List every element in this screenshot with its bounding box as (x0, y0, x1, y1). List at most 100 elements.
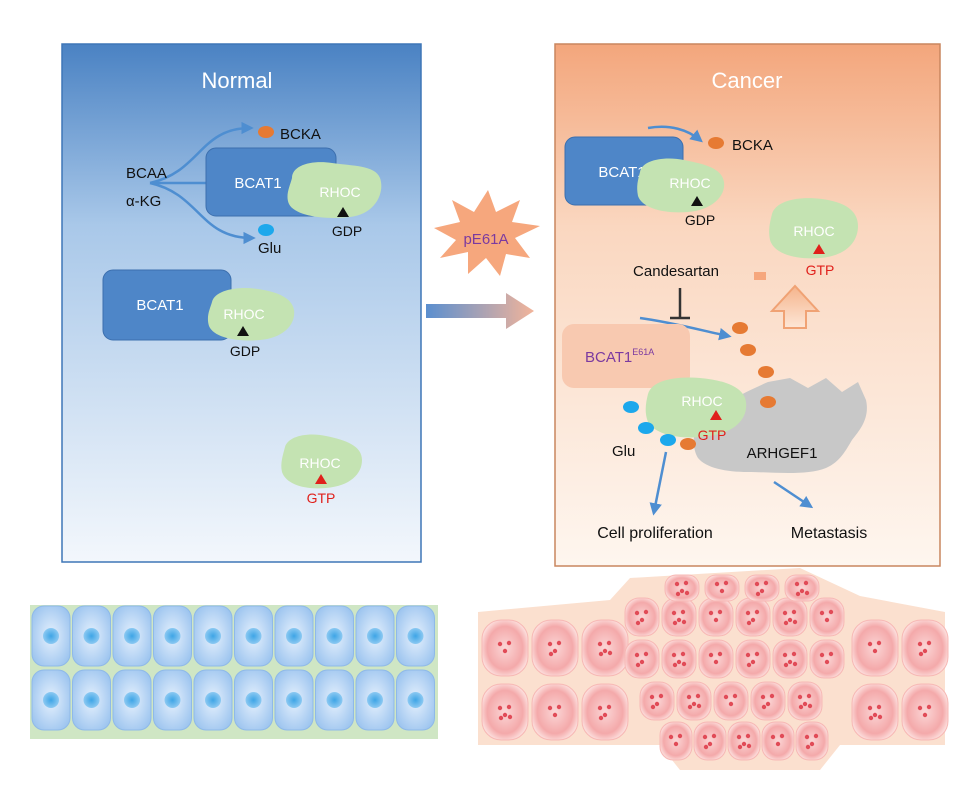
cancer-cell-dot (668, 734, 674, 740)
cancer-cell (693, 721, 727, 761)
cancer-cell (624, 639, 660, 679)
bcat1-mutant-label: BCAT1E61A (585, 347, 654, 366)
cancer-tissue-illustration (478, 568, 949, 770)
cancer-cell (698, 639, 734, 679)
gdp-top-label: GDP (332, 223, 362, 239)
cancer-cell (481, 683, 529, 741)
cancer-cell-dot (824, 659, 830, 665)
gdp-mid-label: GDP (230, 343, 260, 359)
cancer-cell-dot (917, 705, 923, 711)
cancer-cell-dot (717, 609, 723, 615)
cancer-cell (531, 619, 579, 677)
cancer-cell (659, 721, 693, 761)
cancer-cell-dot (872, 648, 878, 654)
cancer-cell-dot (763, 580, 769, 586)
normal-cell-nucleus (245, 628, 262, 644)
cancer-cell-dot (711, 733, 717, 739)
cancer-cell (784, 574, 820, 602)
cancer-cell-dot (795, 591, 801, 597)
cancer-cell-dot (649, 694, 655, 700)
cancer-cell-dot (736, 734, 742, 740)
cancer-cell-dot (922, 712, 928, 718)
cancer-cell-dot (806, 693, 812, 699)
cancer-cell (661, 597, 697, 637)
cancer-cell-dot (745, 610, 751, 616)
cancer-cell-dot (868, 715, 874, 721)
cancer-cell-dot (807, 703, 813, 709)
cancer-cell-dot (769, 693, 775, 699)
released-fragment (754, 272, 766, 280)
cancer-cell-dot (714, 581, 720, 587)
glu-accum-dot (623, 401, 639, 413)
normal-panel: Normal BCAA α-KG BCKA Glu BCAT1 RHOC GDP… (61, 43, 422, 563)
cancer-cell (704, 574, 740, 602)
gtp-triangle-normal (315, 474, 327, 484)
cancer-panel-background (554, 43, 941, 567)
cancer-cell-dot (635, 662, 641, 668)
cancer-cell-dot (607, 650, 613, 656)
cancer-cell-dot (606, 640, 612, 646)
cancer-cell-dot (799, 588, 805, 594)
cancer-cell-dot (754, 609, 760, 615)
cancer-cell-dot (872, 712, 878, 718)
arrow-to-glu (149, 181, 256, 245)
mutation-label: pE61A (463, 231, 508, 248)
cancer-cell-dot (598, 651, 604, 657)
normal-tissue-illustration (30, 605, 438, 739)
arrow-to-proliferation (649, 451, 668, 516)
cancer-cell-dot (635, 620, 641, 626)
normal-cell-nucleus (83, 692, 100, 708)
cancer-cell-dot (702, 734, 708, 740)
normal-cell-nucleus (326, 692, 343, 708)
normal-cell-nucleus (43, 628, 59, 644)
arrow-to-bcka-cancer (647, 125, 703, 143)
rhoc-bound-label: RHOC (681, 393, 722, 409)
cancer-cell-dot (606, 704, 612, 710)
cancer-cell-dot (654, 701, 660, 707)
cancer-cell-dot (502, 712, 508, 718)
gtp-free-cancer-label: GTP (806, 262, 835, 278)
cancer-cell-dot (787, 617, 793, 623)
cancer-cell-dot (552, 712, 558, 718)
mutation-starburst (434, 190, 540, 276)
bcka-accum-dot (760, 396, 776, 408)
cancer-cell-dot (877, 714, 883, 720)
rhoc-bound-cancer (645, 377, 747, 438)
bcat1-cancer-label: BCAT1 (598, 164, 645, 181)
rhoc-free-normal (281, 434, 362, 489)
bcat1-mutant-superscript: E61A (632, 347, 654, 357)
rhoc-mid (207, 288, 295, 341)
normal-cell-nucleus (367, 628, 383, 644)
cancer-cell-dot (556, 704, 562, 710)
cancer-cell-dot (741, 741, 747, 747)
cancer-cell-dot (679, 588, 685, 594)
cancer-cell-dot (717, 651, 723, 657)
cancer-cell-dot (765, 701, 771, 707)
cancer-cell (664, 574, 700, 602)
cancer-cell-dot (602, 712, 608, 718)
cancer-cell-dot (783, 620, 789, 626)
bcaa-label: BCAA (126, 165, 167, 182)
cancer-cell-dot (876, 640, 882, 646)
cancer-cell-dot (759, 588, 765, 594)
cancer-cell-dot (556, 640, 562, 646)
cancer-cell-dot (674, 581, 680, 587)
cancer-cell (661, 639, 697, 679)
normal-cell-nucleus (43, 692, 59, 708)
cancer-cell-dot (695, 693, 701, 699)
arrow-to-bcka (149, 121, 254, 185)
cancer-cell-dot (498, 715, 504, 721)
normal-cell-nucleus (326, 628, 343, 644)
bcka-accum-dot (732, 322, 748, 334)
cancer-cell-dot (760, 694, 766, 700)
gdp-cancer-label: GDP (685, 212, 715, 228)
cancer-cell-dot (681, 619, 687, 625)
cancer-cell-dot (824, 617, 830, 623)
normal-cell-nucleus (407, 692, 424, 708)
cancer-cell-dot (723, 694, 729, 700)
cancer-cell-dot (643, 609, 649, 615)
cancer-cell-dot (746, 743, 752, 749)
cancer-cell-dot (719, 588, 725, 594)
cancer-cell (901, 683, 949, 741)
